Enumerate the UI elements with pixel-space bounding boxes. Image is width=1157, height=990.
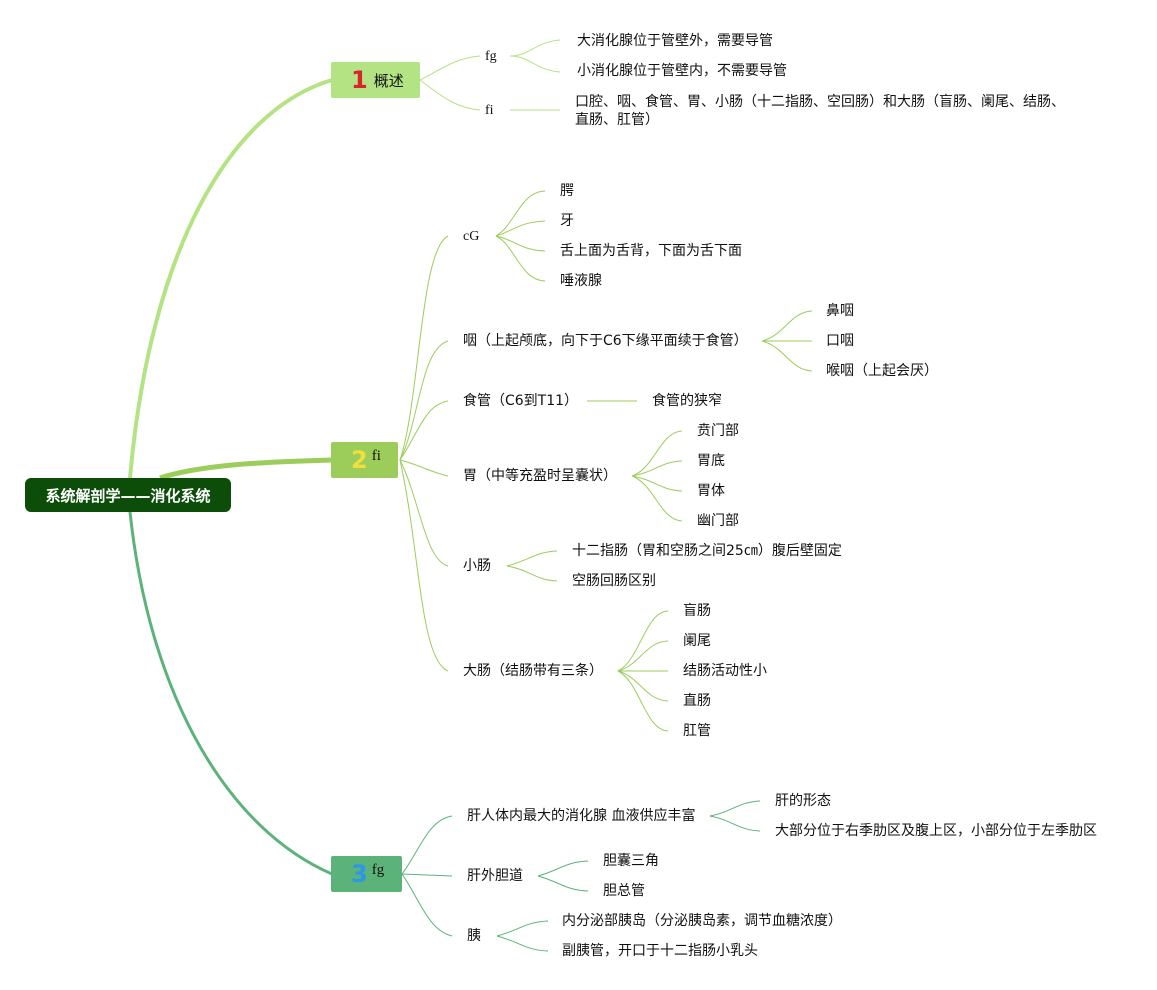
topic-pancreas[interactable]: 胰 (467, 928, 481, 944)
leaf-nasopharynx[interactable]: 鼻咽 (826, 303, 854, 319)
root-node[interactable]: 系统解剖学——消化系统 (25, 478, 231, 512)
leaf-common-bile-duct[interactable]: 胆总管 (603, 883, 645, 899)
topic-bile-duct[interactable]: 肝外胆道 (467, 868, 523, 884)
connector-root-branch1 (128, 78, 333, 479)
topic-pharynx[interactable]: 咽（上起颅底，向下于C6下缘平面续于食管） (463, 333, 748, 349)
leaf-salivary-gland[interactable]: 唾液腺 (560, 273, 602, 289)
topic-stomach[interactable]: 胃（中等充盈时呈囊状） (463, 468, 617, 484)
leaf-large-gland[interactable]: 大消化腺位于管壁外，需要导管 (577, 33, 773, 49)
leaf-tongue[interactable]: 舌上面为舌背，下面为舌下面 (560, 243, 742, 259)
branch-1-label: 概述 (373, 71, 404, 90)
leaf-esophagus-narrowing[interactable]: 食管的狭窄 (652, 393, 722, 409)
branch-2-label: fi (371, 447, 381, 464)
leaf-appendix[interactable]: 阑尾 (683, 633, 711, 649)
leaf-palate[interactable]: 腭 (560, 183, 574, 199)
branch-3-node[interactable]: 3 fg (331, 856, 402, 892)
leaf-stomach-body[interactable]: 胃体 (697, 483, 725, 499)
leaf-jejunum-ileum[interactable]: 空肠回肠区别 (572, 573, 656, 589)
root-label: 系统解剖学——消化系统 (45, 486, 211, 505)
leaf-teeth[interactable]: 牙 (560, 213, 574, 229)
leaf-pylorus[interactable]: 幽门部 (697, 513, 739, 529)
leaf-liver-shape[interactable]: 肝的形态 (775, 793, 831, 809)
topic-liver[interactable]: 肝人体内最大的消化腺 血液供应丰富 (467, 808, 696, 824)
branch-3-number: 3 (351, 860, 368, 888)
leaf-accessory-duct[interactable]: 副胰管，开口于十二指肠小乳头 (562, 943, 758, 959)
leaf-laryngopharynx[interactable]: 喉咽（上起会厌） (826, 363, 938, 379)
branch-2-node[interactable]: 2 fi (331, 442, 398, 478)
leaf-liver-position[interactable]: 大部分位于右季肋区及腹上区，小部分位于左季肋区 (775, 823, 1097, 839)
branch2-lines (399, 190, 813, 732)
connector-root-branch3 (128, 511, 333, 876)
leaf-fundus[interactable]: 胃底 (697, 453, 725, 469)
topic-esophagus[interactable]: 食管（C6到T11） (463, 393, 579, 409)
topic-fi-1[interactable]: fi (485, 103, 494, 118)
leaf-duodenum[interactable]: 十二指肠（胃和空肠之间25㎝）腹后壁固定 (572, 543, 842, 559)
leaf-digestive-tract[interactable]: 口腔、咽、食管、胃、小肠（十二指肠、空回肠）和大肠（盲肠、阑尾、结肠、直肠、肛管… (575, 94, 1065, 128)
leaf-rectum[interactable]: 直肠 (683, 693, 711, 709)
branch-3-label: fg (371, 861, 385, 878)
leaf-pancreatic-islets[interactable]: 内分泌部胰岛（分泌胰岛素，调节血糖浓度） (562, 913, 842, 929)
leaf-cardia[interactable]: 贲门部 (697, 423, 739, 439)
branch1-lines (419, 39, 561, 111)
topic-cg[interactable]: cG (463, 229, 480, 244)
branch-1-number: 1 (351, 66, 368, 94)
branch-1-node[interactable]: 1 概述 (331, 62, 420, 98)
leaf-gallbladder-triangle[interactable]: 胆囊三角 (603, 853, 659, 869)
leaf-colon[interactable]: 结肠活动性小 (683, 663, 767, 679)
leaf-small-gland[interactable]: 小消化腺位于管壁内，不需要导管 (577, 63, 787, 79)
topic-large-intestine[interactable]: 大肠（结肠带有三条） (463, 663, 603, 679)
leaf-anal-canal[interactable]: 肛管 (683, 723, 711, 739)
topic-fg[interactable]: fg (485, 49, 497, 64)
leaf-cecum[interactable]: 盲肠 (683, 603, 711, 619)
connector-root-branch2 (159, 457, 333, 481)
leaf-oropharynx[interactable]: 口咽 (826, 333, 854, 349)
branch3-lines (401, 800, 761, 952)
branch-2-number: 2 (351, 446, 368, 474)
topic-small-intestine[interactable]: 小肠 (463, 558, 491, 574)
